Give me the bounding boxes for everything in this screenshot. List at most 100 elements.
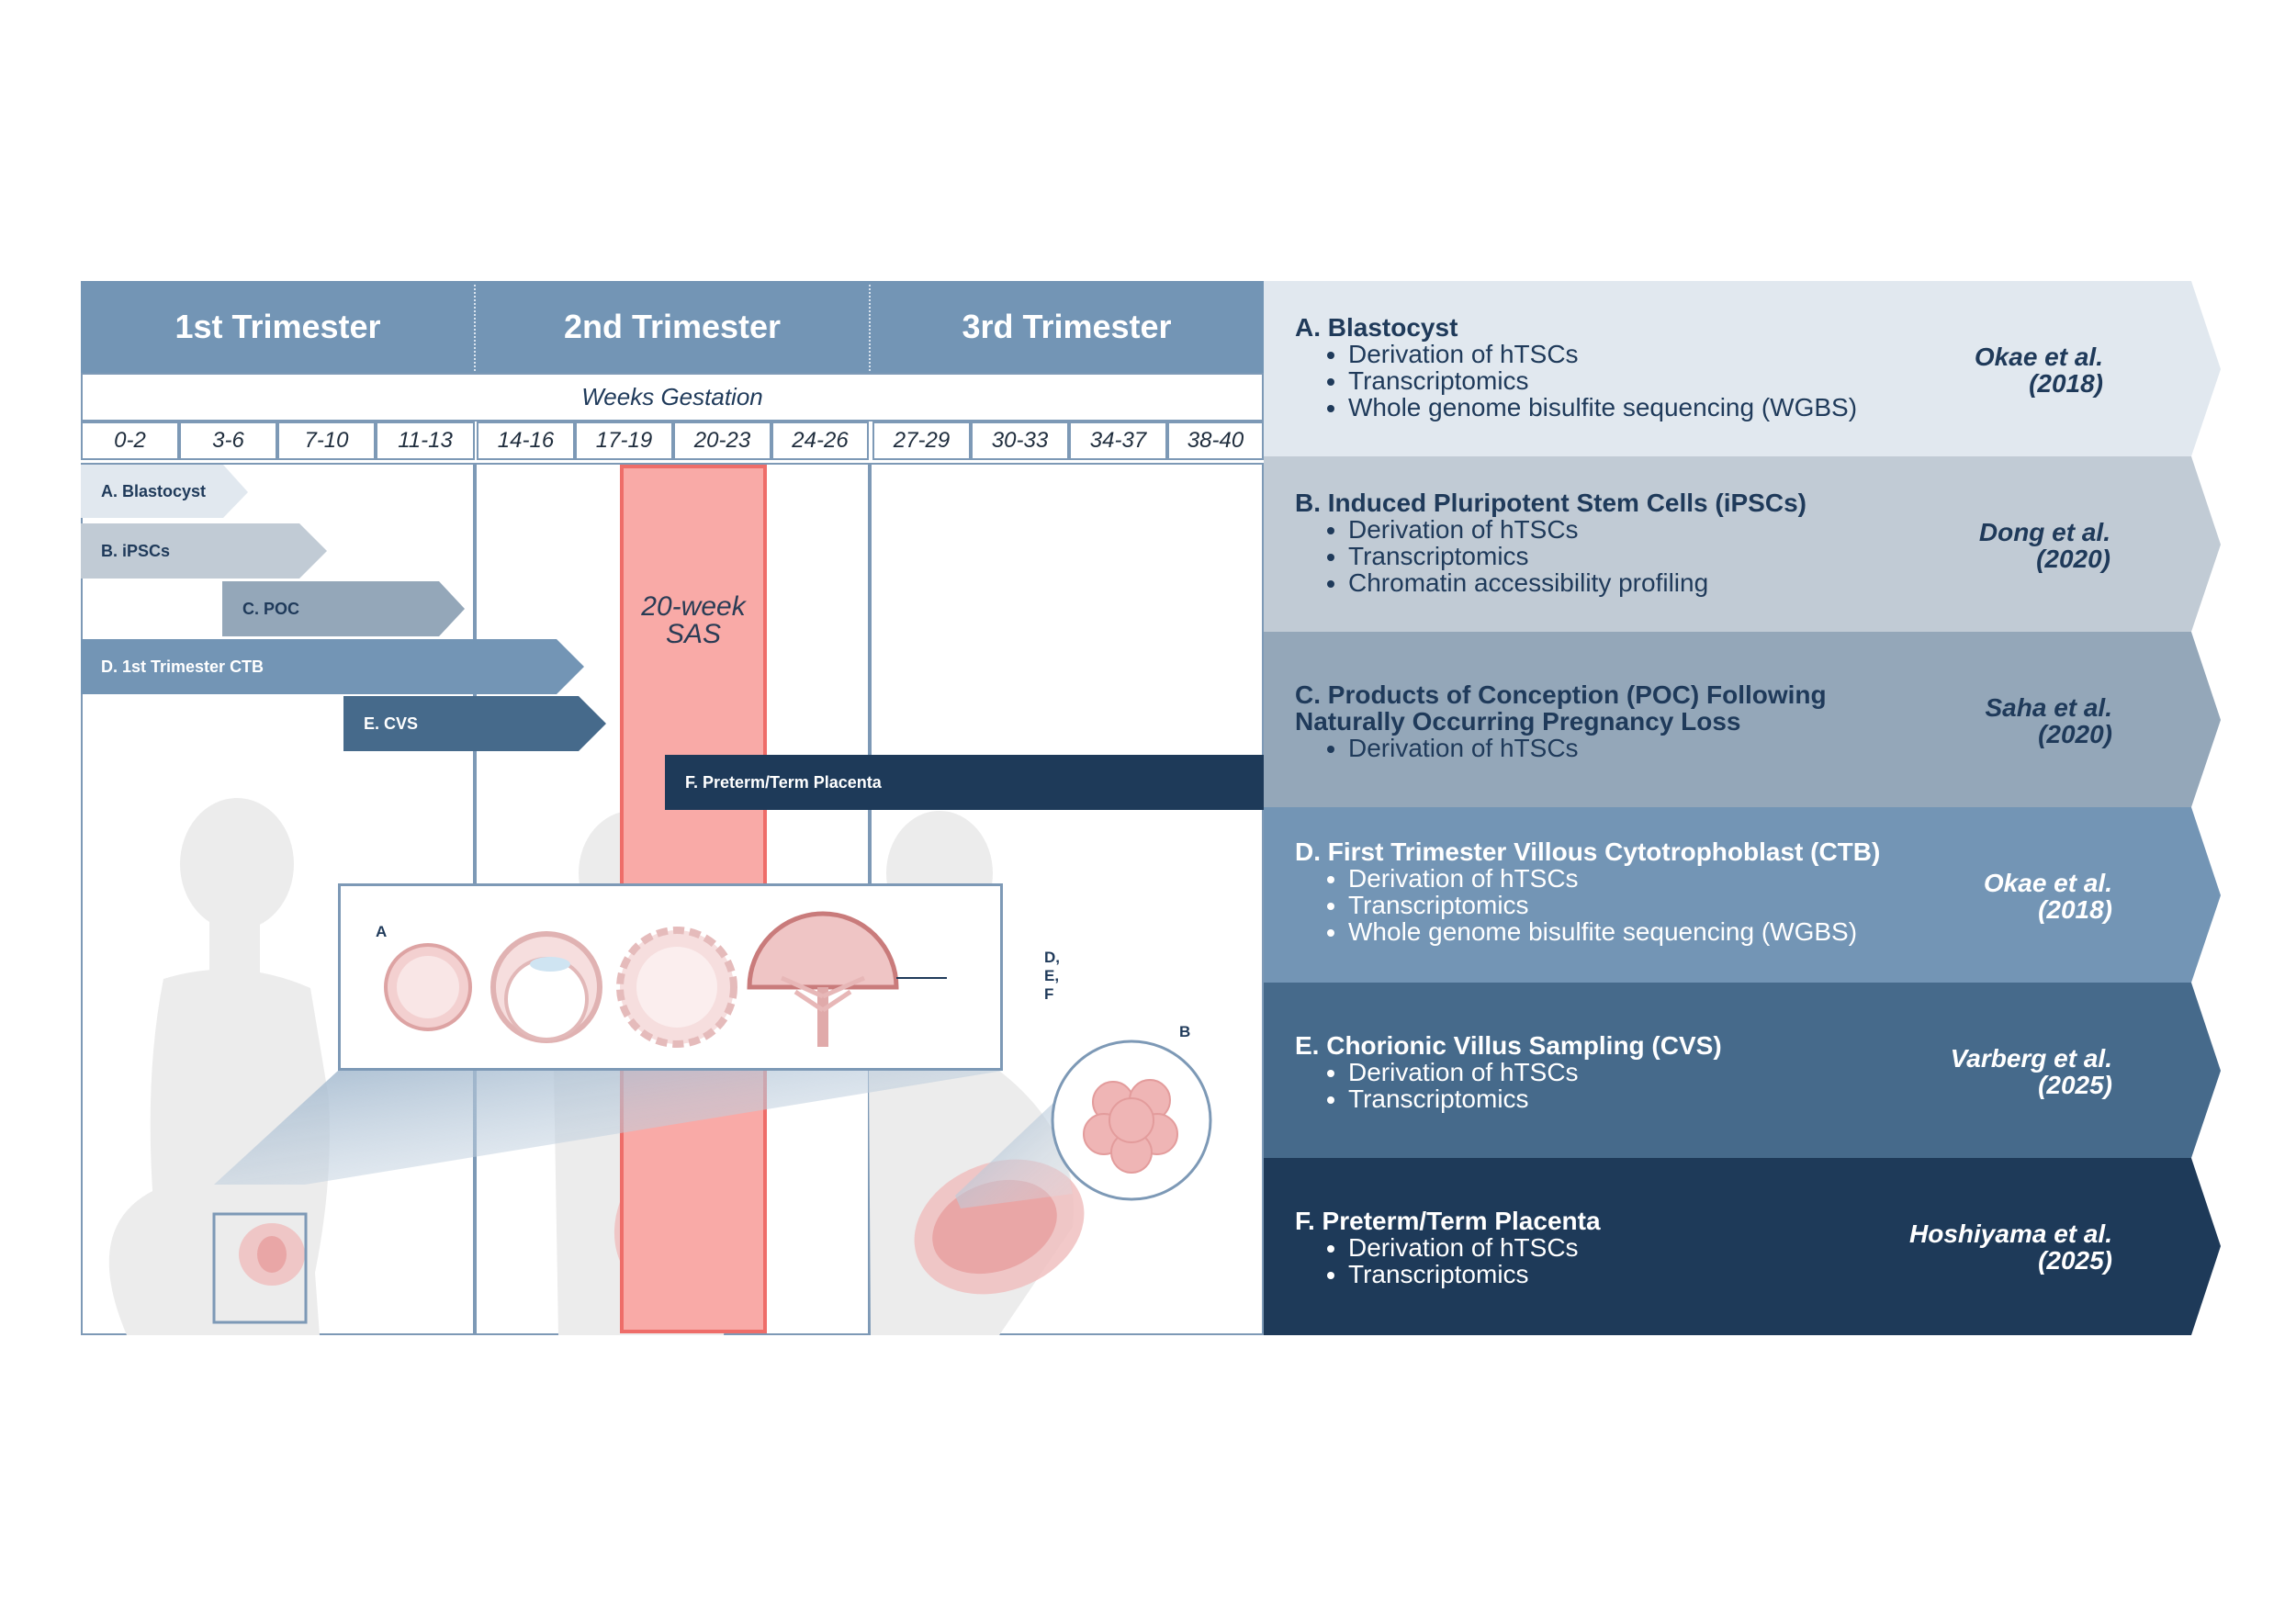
study-bullet: Derivation of hTSCs [1348,1059,1938,1085]
week-label: 20-23 [693,428,751,453]
study-citation: Okae et al.(2018) [1874,870,2112,923]
arrow-label-blastocyst: A. Blastocyst [101,481,207,500]
study-band-ipscs: B. Induced Pluripotent Stem Cells (iPSCs… [1264,456,2221,633]
week-cell: 14-16 [477,421,575,460]
study-bullet: Whole genome bisulfite sequencing (WGBS) [1348,918,1938,945]
study-bullet: Derivation of hTSCs [1348,865,1938,892]
arrow-label-poc: C. POC [242,599,300,618]
citation-authors: Saha et al. [1985,693,2112,722]
trimester-header-3: 3rd Trimester [870,281,1264,373]
week-label: 3-6 [212,428,244,453]
study-band-ctb: D. First Trimester Villous Cytotrophobla… [1264,807,2221,983]
citation-year: (2018) [2029,369,2103,398]
study-bullet: Derivation of hTSCs [1348,341,1938,367]
arrow-blastocyst [81,465,248,518]
trimester-header-2: 2nd Trimester [475,281,870,373]
study-bullets: Derivation of hTSCs Transcriptomics Chro… [1295,516,1938,596]
sas-label: 20-week SAS [641,591,746,649]
study-band-placenta: F. Preterm/Term Placenta Derivation of h… [1264,1158,2221,1334]
week-label: 14-16 [497,428,555,453]
gestation-timeline: 1st Trimester 2nd Trimester 3rd Trimeste… [81,281,1311,1335]
cell-cluster-magnifier [1051,1039,1212,1201]
week-label: 11-13 [398,428,453,453]
study-bullet: Transcriptomics [1348,543,1938,569]
embryo-inset-panel: A D, E, F [338,883,1060,1071]
arrow-label-ctb: D. 1st Trimester CTB [101,657,264,676]
study-bullets: Derivation of hTSCs Transcriptomics Whol… [1295,341,1938,421]
trimester-label: 1st Trimester [174,308,381,345]
citation-authors: Okae et al. [1974,343,2103,371]
study-band-cvs: E. Chorionic Villus Sampling (CVS) Deriv… [1264,983,2221,1159]
study-citation: Varberg et al.(2025) [1874,1045,2112,1098]
week-cell: 0-2 [81,421,179,460]
pointer-label-def: D, E, F [1044,949,1060,1003]
inset-letter-a: A [376,923,388,940]
trimester-header-1: 1st Trimester [81,281,475,373]
trimester-label: 2nd Trimester [563,308,782,345]
arrow-cvs [343,696,606,751]
citation-year: (2020) [2038,720,2112,748]
embryo-stages-illustration [384,911,947,1048]
arrow-ipscs [81,523,327,579]
citation-authors: Hoshiyama et al. [1909,1219,2112,1248]
arrow-label-placenta: F. Preterm/Term Placenta [685,772,882,792]
week-label: 34-37 [1089,428,1147,453]
study-bullets: Derivation of hTSCs [1295,735,1892,761]
trimester-label: 3rd Trimester [962,308,1172,345]
study-band-shapes [1264,281,2221,1335]
study-bullet: Whole genome bisulfite sequencing (WGBS) [1348,394,1938,421]
arrow-poc [222,581,465,636]
week-cell: 20-23 [673,421,771,460]
study-band-blastocyst: A. Blastocyst Derivation of hTSCs Transc… [1264,281,2221,457]
week-cell: 38-40 [1167,421,1264,460]
study-title: D. First Trimester Villous Cytotrophobla… [1295,837,1881,866]
week-cell: 30-33 [971,421,1069,460]
study-citation: Hoshiyama et al.(2025) [1874,1220,2112,1274]
week-cell: 17-19 [575,421,673,460]
study-bullet: Chromatin accessibility profiling [1348,569,1938,596]
week-label: 27-29 [893,428,951,453]
inset-letter-b: B [1179,1023,1191,1040]
week-label: 17-19 [595,428,653,453]
study-bullet: Derivation of hTSCs [1348,1234,1938,1261]
study-bullets: Derivation of hTSCs Transcriptomics [1295,1234,1938,1287]
week-cell: 3-6 [179,421,277,460]
week-cell: 27-29 [872,421,971,460]
citation-year: (2025) [2038,1071,2112,1099]
weeks-gestation-row: Weeks Gestation [81,373,1264,421]
week-label: 0-2 [114,428,146,453]
study-title: C. Products of Conception (POC) Followin… [1295,680,1827,736]
week-label: 7-10 [304,428,349,453]
citation-year: (2020) [2036,545,2110,573]
study-title: F. Preterm/Term Placenta [1295,1207,1601,1235]
week-label: 38-40 [1187,428,1244,453]
study-title: A. Blastocyst [1295,313,1458,342]
study-band-poc: C. Products of Conception (POC) Followin… [1264,632,2221,808]
arrow-label-cvs: E. CVS [364,714,419,733]
trimester-divider [474,285,476,371]
study-title: E. Chorionic Villus Sampling (CVS) [1295,1031,1722,1060]
study-title: B. Induced Pluripotent Stem Cells (iPSCs… [1295,489,1806,517]
arrow-label-ipscs: B. iPSCs [101,541,171,560]
citation-authors: Varberg et al. [1950,1044,2112,1073]
week-label: 24-26 [792,428,849,453]
arrow-ctb [81,639,584,694]
trimester-divider [869,285,871,371]
study-citation: Okae et al.(2018) [1864,343,2103,397]
study-bullet: Transcriptomics [1348,1085,1938,1112]
week-label: 30-33 [991,428,1049,453]
week-cell: 24-26 [771,421,869,460]
citation-year: (2025) [2038,1246,2112,1275]
study-bullet: Derivation of hTSCs [1348,735,1892,761]
study-bullet: Transcriptomics [1348,1261,1938,1287]
study-bullet: Transcriptomics [1348,367,1938,394]
study-bullets: Derivation of hTSCs Transcriptomics [1295,1059,1938,1112]
weeks-gestation-label: Weeks Gestation [581,383,763,410]
study-bullet: Derivation of hTSCs [1348,516,1938,543]
citation-authors: Okae et al. [1983,869,2112,897]
citation-authors: Dong et al. [1978,518,2110,546]
citation-year: (2018) [2038,895,2112,924]
study-bullets: Derivation of hTSCs Transcriptomics Whol… [1295,865,1938,945]
study-citation: Dong et al.(2020) [1872,519,2110,572]
